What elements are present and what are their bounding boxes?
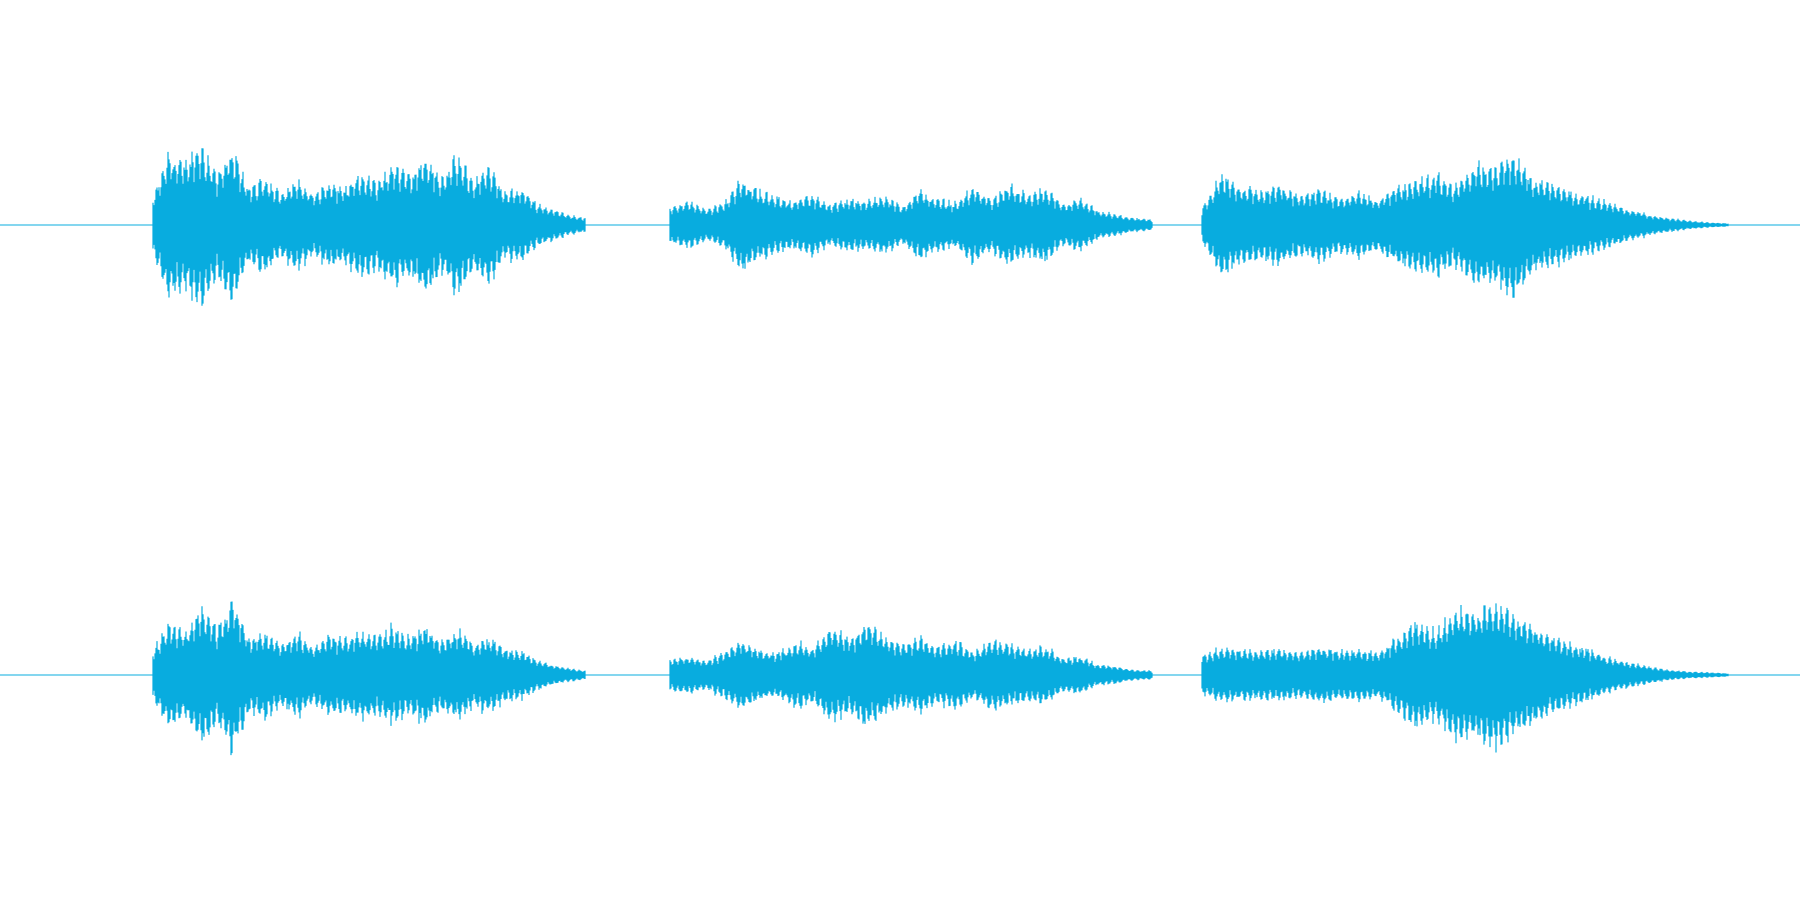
waveform-burst-path: [1201, 603, 1729, 753]
waveform-burst-path: [669, 180, 1153, 269]
waveform-burst-path: [152, 601, 586, 756]
waveform-burst-1: [152, 148, 586, 306]
waveform-burst-3: [1201, 158, 1729, 298]
waveform-burst-2: [669, 626, 1153, 724]
left-channel-waveform: [0, 148, 1800, 306]
left-channel-plot: [0, 148, 1800, 306]
waveform-burst-path: [1201, 158, 1729, 298]
right-channel-plot: [0, 601, 1800, 756]
waveform-burst-2: [669, 180, 1153, 269]
right-channel-waveform: [0, 450, 1800, 900]
waveform-burst-path: [152, 148, 586, 306]
waveform-burst-path: [669, 626, 1153, 724]
waveform-burst-1: [152, 601, 586, 756]
waveform-burst-3: [1201, 603, 1729, 753]
